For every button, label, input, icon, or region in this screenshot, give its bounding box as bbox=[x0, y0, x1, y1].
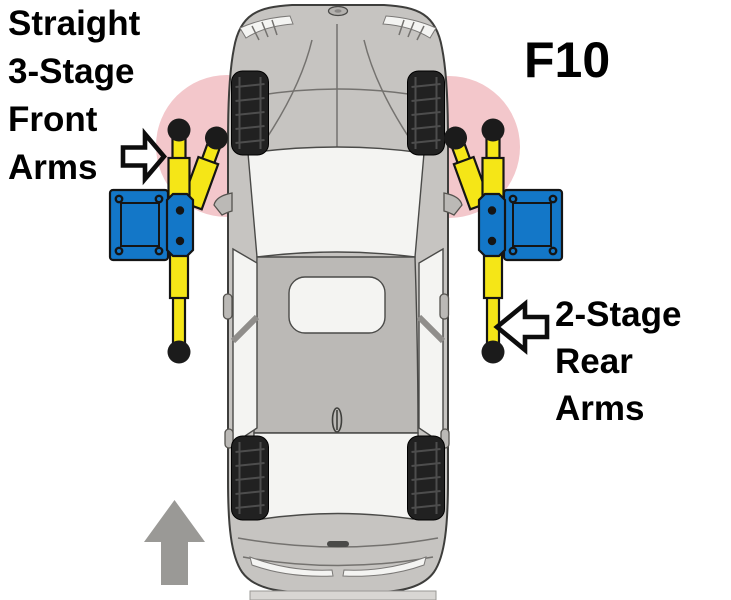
trunk-handle bbox=[327, 541, 349, 547]
drive-direction-arrow-icon bbox=[144, 500, 205, 585]
rear-window bbox=[252, 432, 420, 520]
headlight-right bbox=[382, 15, 437, 39]
front-arms-pointer-arrow-icon bbox=[120, 127, 168, 186]
rear-arms-label: 2-Stage Rear Arms bbox=[555, 295, 682, 428]
tire-front-right bbox=[406, 70, 446, 156]
roof-antenna bbox=[331, 407, 343, 433]
windshield bbox=[247, 146, 425, 258]
tire-front-left bbox=[230, 70, 270, 156]
car-top-view bbox=[213, 4, 463, 600]
rear-arms-pointer-arrow-icon bbox=[493, 299, 550, 355]
side-window-right bbox=[418, 247, 444, 446]
headlight-left bbox=[239, 15, 294, 39]
front-arms-label: Straight 3-Stage Front Arms bbox=[8, 4, 141, 187]
sunroof bbox=[288, 276, 386, 334]
side-mirror-right bbox=[443, 192, 463, 216]
model-label: F10 bbox=[524, 32, 611, 88]
door-handle bbox=[222, 293, 233, 320]
side-window-left bbox=[232, 247, 258, 446]
door-handle bbox=[439, 293, 450, 320]
tire-rear-right bbox=[406, 435, 446, 521]
door-handle bbox=[224, 428, 234, 449]
side-mirror-left bbox=[213, 192, 233, 216]
tire-rear-left bbox=[230, 435, 270, 521]
